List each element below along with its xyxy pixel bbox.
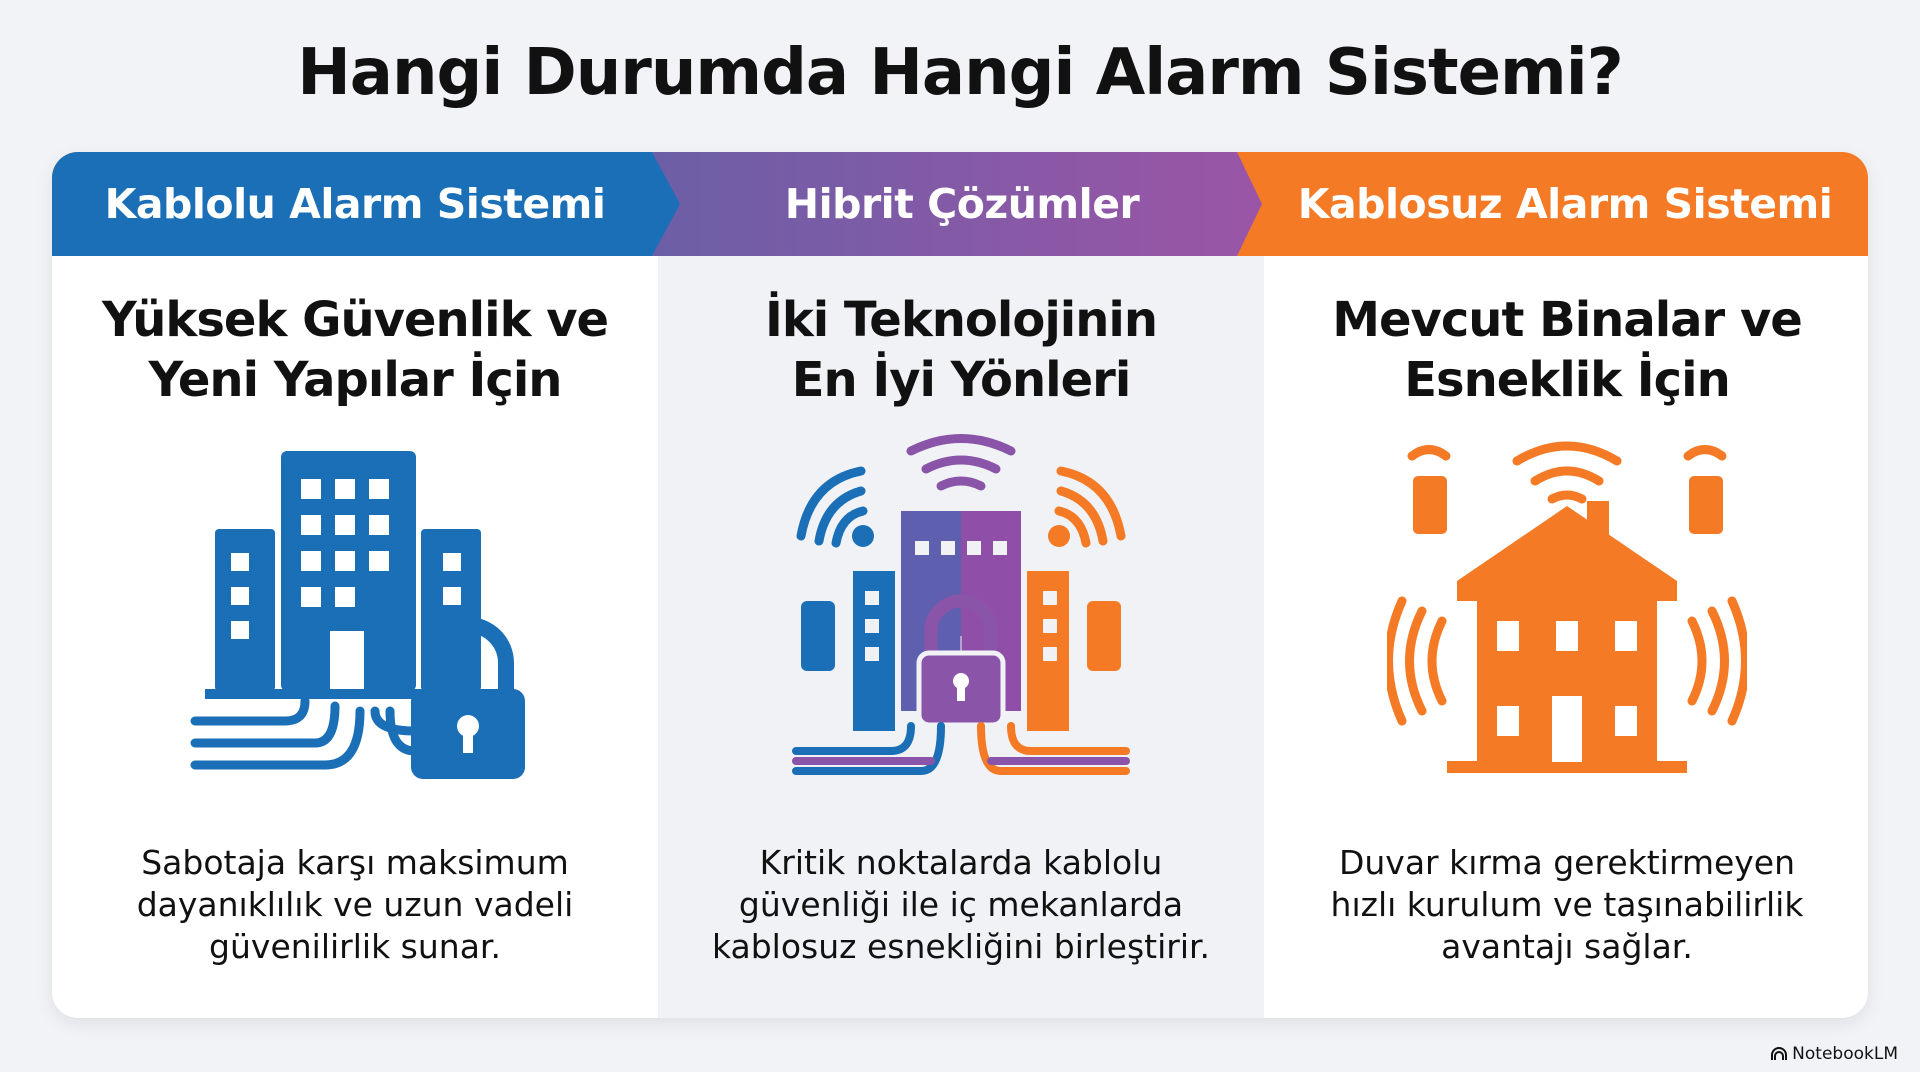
header-wireless: Kablosuz Alarm Sistemi	[1297, 180, 1833, 228]
heading-line: Esneklik İçin	[1404, 352, 1730, 408]
desc-line: Sabotaja karşı maksimum	[141, 843, 569, 882]
desc-line: hızlı kurulum ve taşınabilirlik	[1330, 885, 1804, 924]
comparison-card: Kablolu Alarm Sistemi Hibrit Çözümler Ka…	[52, 152, 1868, 1018]
brand-watermark: NotebookLM	[1770, 1044, 1898, 1064]
desc-line: dayanıklılık ve uzun vadeli	[136, 885, 574, 924]
house-wireless-sensors-icon	[1387, 441, 1747, 773]
office-building-lock-cables-icon	[190, 451, 525, 779]
desc-line: güvenliği ile iç mekanlarda	[738, 885, 1184, 924]
header-band	[52, 152, 1868, 256]
hybrid-building-wifi-lock-icon	[792, 434, 1130, 775]
desc-line: güvenilirlik sunar.	[209, 927, 501, 966]
header-wired: Kablolu Alarm Sistemi	[104, 180, 606, 228]
brand-text: NotebookLM	[1792, 1044, 1898, 1064]
heading-line: Yeni Yapılar İçin	[148, 352, 563, 408]
page-title: Hangi Durumda Hangi Alarm Sistemi?	[297, 36, 1624, 110]
desc-line: Kritik noktalarda kablolu	[759, 843, 1163, 882]
desc-line: Duvar kırma gerektirmeyen	[1338, 843, 1796, 882]
desc-line: kablosuz esnekliğini birleştirir.	[711, 927, 1211, 966]
header-hybrid: Hibrit Çözümler	[784, 180, 1140, 228]
heading-line: Mevcut Binalar ve	[1332, 292, 1803, 348]
notebooklm-logo-icon	[1771, 1047, 1788, 1060]
heading-line: En İyi Yönleri	[791, 352, 1132, 408]
heading-line: Yüksek Güvenlik ve	[101, 292, 609, 348]
heading-line: İki Teknolojinin	[764, 292, 1158, 348]
desc-line: avantajı sağlar.	[1441, 927, 1693, 966]
